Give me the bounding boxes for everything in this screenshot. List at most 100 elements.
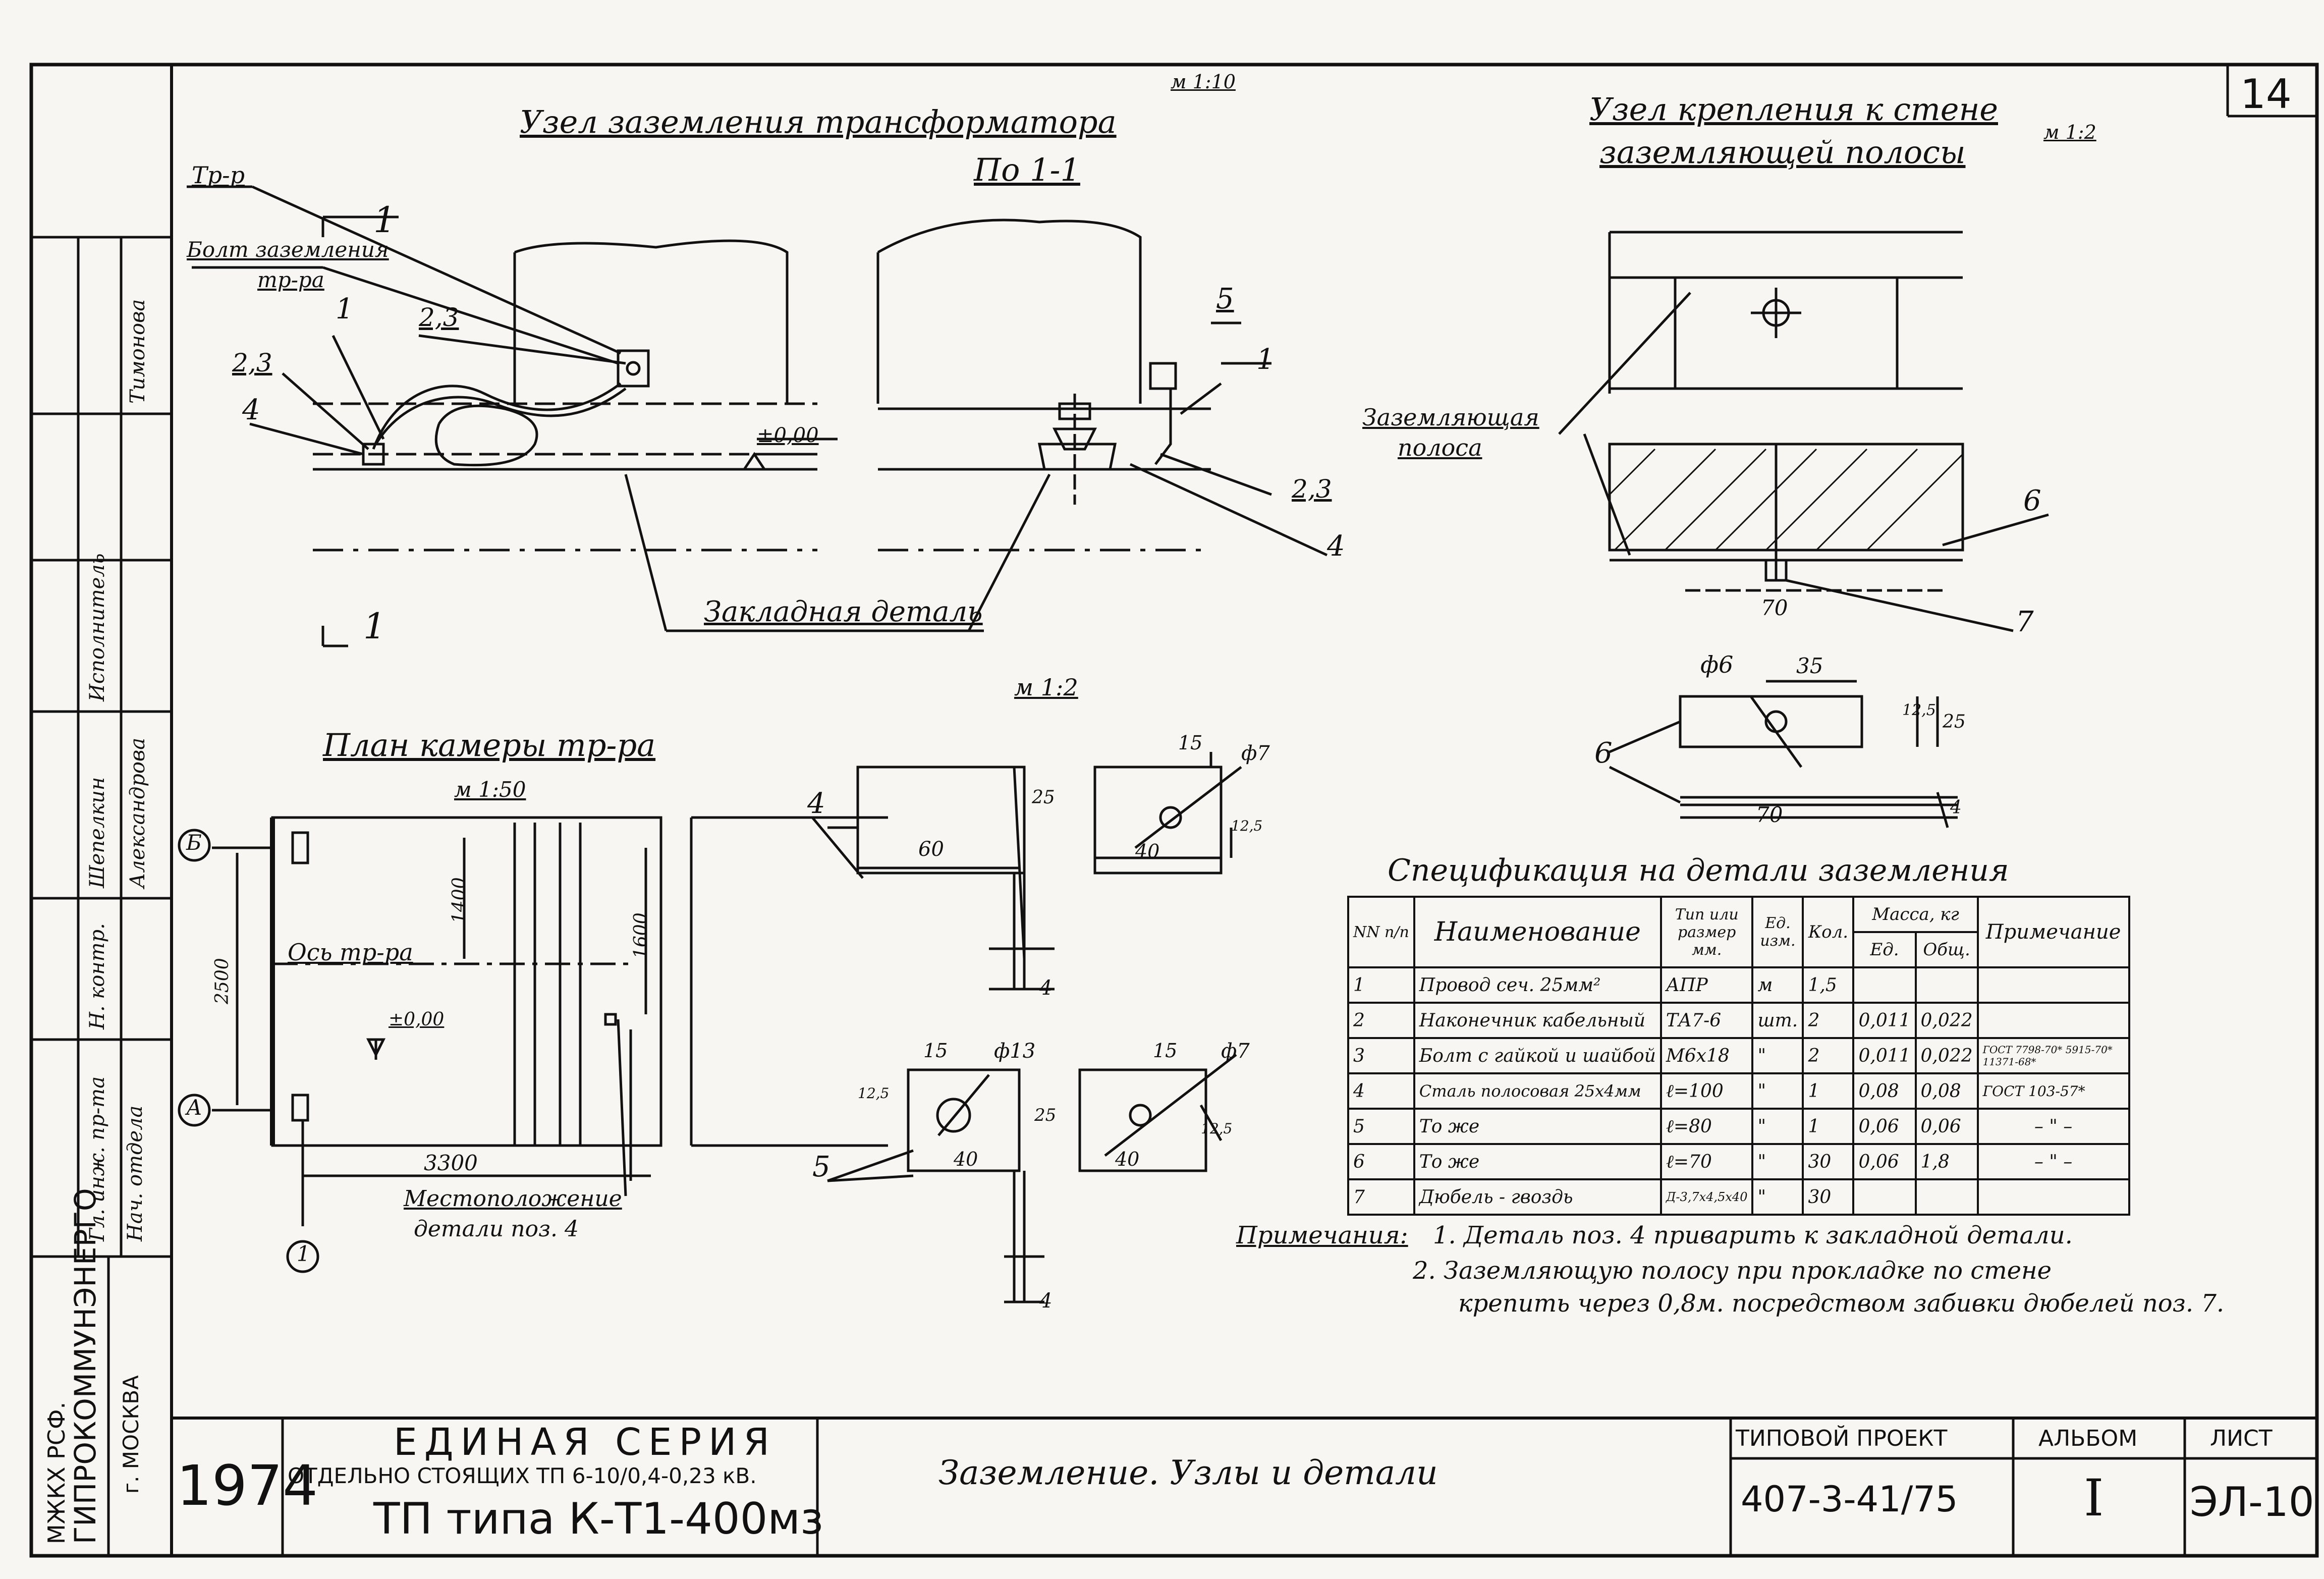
spec-table: NN п/п Наименование Тип или размер мм. Е… bbox=[1347, 896, 2130, 1216]
spec-cell: шт. bbox=[1751, 1002, 1804, 1039]
spec-cell: 30 bbox=[1802, 1143, 1855, 1180]
wall-dim-125: 12,5 bbox=[1902, 701, 1936, 719]
axis-a-label: А bbox=[186, 1095, 202, 1120]
spec-cell: Провод сеч. 25мм² bbox=[1413, 966, 1662, 1004]
detail-pos-4: 4 bbox=[807, 787, 825, 820]
transformer-node-scale: м 1:10 bbox=[1171, 71, 1236, 93]
spec-header-row-2: Ед. Общ. bbox=[1348, 931, 2129, 968]
spec-cell: 2 bbox=[1802, 1037, 1855, 1074]
spec-cell: ℓ=100 bbox=[1659, 1072, 1754, 1110]
spec-cell: Д-3,7х4,5х40 bbox=[1659, 1178, 1754, 1216]
wall-pos-6b: 6 bbox=[1594, 737, 1613, 770]
wall-dim-4: 4 bbox=[1950, 797, 1962, 818]
tb-project-label: ТИПОВОЙ ПРОЕКТ bbox=[1736, 1426, 1948, 1451]
spec-cell: ℓ=80 bbox=[1659, 1108, 1754, 1145]
wall-node-title-2: заземляющей полосы bbox=[1599, 134, 1966, 171]
spec-header-note: Примечание bbox=[1976, 896, 2130, 968]
spec-cell bbox=[1976, 1002, 2130, 1039]
tb-series-3: ТП типа К-Т1-400мз bbox=[373, 1494, 823, 1544]
detail-dim-125b: 12,5 bbox=[858, 1085, 890, 1102]
plan-level: ±0,00 bbox=[389, 1009, 445, 1030]
spec-row: 2 Наконечник кабельный ТА7-6 шт. 2 0,011… bbox=[1347, 1002, 2130, 1039]
sig-role-1: Гл. инж. пр-та bbox=[86, 1076, 109, 1241]
sig-name-1: Тимонова bbox=[126, 299, 149, 404]
bolt-label-2: тр-ра bbox=[257, 267, 324, 292]
spec-row: 7 Дюбель - гвоздь Д-3,7х4,5х40 " 30 bbox=[1347, 1178, 2130, 1216]
spec-cell bbox=[1976, 966, 2130, 1004]
org-1: МЖКХ РСФ. bbox=[43, 1401, 70, 1544]
plan-dim-3300: 3300 bbox=[424, 1151, 478, 1175]
spec-cell: 2 bbox=[1347, 1002, 1415, 1039]
detail-dim-40b: 40 bbox=[954, 1148, 978, 1170]
detail-dim-phi7: ф7 bbox=[1241, 742, 1270, 765]
detail-dim-60: 60 bbox=[918, 838, 944, 861]
notes-line-2: 2. Заземляющую полосу при прокладке по с… bbox=[1413, 1257, 2052, 1285]
spec-cell: То же bbox=[1413, 1143, 1662, 1180]
detail-dim-4b: 4 bbox=[1039, 1289, 1053, 1313]
spec-cell: – " – bbox=[1976, 1143, 2130, 1180]
bolt-label-1: Болт заземления bbox=[187, 237, 389, 262]
spec-cell: 0,011 bbox=[1852, 1037, 1917, 1074]
wall-dim-35: 35 bbox=[1796, 654, 1823, 678]
spec-cell: 0,08 bbox=[1914, 1072, 1979, 1110]
sheet-number: 14 bbox=[2240, 71, 2292, 118]
spec-cell: " bbox=[1751, 1143, 1804, 1180]
wall-pos-7: 7 bbox=[2016, 606, 2034, 638]
spec-cell: " bbox=[1751, 1037, 1804, 1074]
spec-cell: Дюбель - гвоздь bbox=[1413, 1178, 1662, 1216]
spec-cell: " bbox=[1751, 1178, 1804, 1216]
strip-label-2: полоса bbox=[1398, 434, 1482, 461]
transformer-node-title: Узел заземления трансформатора bbox=[520, 103, 1117, 140]
sig-role-2: Нач. отдела bbox=[124, 1105, 147, 1241]
plan-title: План камеры тр-ра bbox=[323, 727, 656, 764]
tb-year: 1974 bbox=[177, 1453, 318, 1518]
section-title: По 1-1 bbox=[974, 151, 1080, 188]
spec-cell: – " – bbox=[1976, 1108, 2130, 1145]
detail-pos-5: 5 bbox=[812, 1151, 831, 1183]
spec-cell: Наконечник кабельный bbox=[1413, 1002, 1662, 1039]
transformer-label: Тр-р bbox=[192, 161, 245, 189]
spec-cell: 0,06 bbox=[1852, 1108, 1917, 1145]
wall-node-scale: м 1:2 bbox=[2043, 121, 2096, 143]
spec-row: 5 То же ℓ=80 " 1 0,06 0,06 – " – bbox=[1347, 1108, 2130, 1145]
spec-cell: 0,08 bbox=[1852, 1072, 1917, 1110]
spec-header-num: NN п/п bbox=[1347, 896, 1415, 968]
spec-cell: Сталь полосовая 25х4мм bbox=[1413, 1072, 1662, 1110]
tb-series-1: ЕДИНАЯ СЕРИЯ bbox=[394, 1421, 777, 1464]
spec-cell: 0,06 bbox=[1852, 1143, 1917, 1180]
spec-header-type: Тип или размер мм. bbox=[1659, 896, 1754, 968]
detail-dim-25b: 25 bbox=[1034, 1105, 1057, 1125]
detail-dim-40: 40 bbox=[1135, 840, 1160, 862]
spec-cell: 1 bbox=[1802, 1072, 1855, 1110]
spec-cell: 4 bbox=[1347, 1072, 1415, 1110]
spec-header-mass: Масса, кг bbox=[1852, 896, 1979, 933]
spec-cell: 0,06 bbox=[1914, 1108, 1979, 1145]
spec-cell: ℓ=70 bbox=[1659, 1143, 1754, 1180]
detail-dim-25: 25 bbox=[1032, 787, 1055, 808]
spec-cell: М6х18 bbox=[1659, 1037, 1754, 1074]
plan-dim-1600: 1600 bbox=[631, 912, 651, 959]
detail-dim-phi7b: ф7 bbox=[1221, 1040, 1250, 1063]
spec-cell: 6 bbox=[1347, 1143, 1415, 1180]
spec-header-qty: Кол. bbox=[1802, 896, 1855, 968]
spec-cell: ТА7-6 bbox=[1659, 1002, 1754, 1039]
spec-cell bbox=[1852, 966, 1917, 1004]
section-mark-bottom: 1 bbox=[363, 606, 386, 647]
plan-axis-label: Ось тр-ра bbox=[288, 939, 413, 966]
wall-pos-6: 6 bbox=[2023, 484, 2041, 517]
detail-dim-125: 12,5 bbox=[1231, 818, 1263, 834]
wall-dim-70b: 70 bbox=[1756, 802, 1783, 827]
wall-node-title-1: Узел крепления к стене bbox=[1589, 91, 1998, 128]
spec-cell bbox=[1976, 1178, 2130, 1216]
spec-cell: 0,022 bbox=[1914, 1037, 1979, 1074]
notes-label: Примечания: bbox=[1236, 1221, 1408, 1249]
plan-dim-1400: 1400 bbox=[449, 877, 470, 923]
spec-title: Спецификация на детали заземления bbox=[1388, 853, 2009, 888]
axis-b-label: Б bbox=[186, 830, 202, 855]
spec-cell: 0,011 bbox=[1852, 1002, 1917, 1039]
pos-23-label-a: 2,3 bbox=[419, 303, 459, 332]
spec-header-unit: Ед. изм. bbox=[1751, 896, 1804, 968]
spec-header-mass-total: Общ. bbox=[1914, 931, 1979, 968]
spec-cell: 5 bbox=[1347, 1108, 1415, 1145]
